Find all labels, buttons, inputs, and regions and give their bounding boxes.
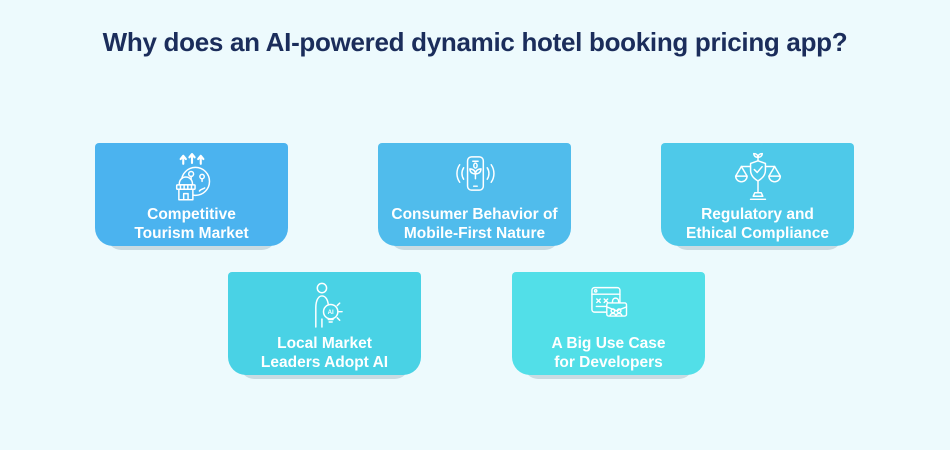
- person-ai-bulb-icon: AI: [297, 277, 353, 334]
- card-label-line: Tourism Market: [134, 225, 249, 242]
- card-consumer-behavior-mobile-first: Consumer Behavior of Mobile-First Nature: [378, 143, 571, 250]
- card-label-line: Ethical Compliance: [686, 225, 829, 242]
- page-title: Why does an AI-powered dynamic hotel boo…: [102, 27, 848, 57]
- mobile-plant-signal-icon: [447, 148, 503, 205]
- card-label-line: Regulatory and: [701, 206, 814, 223]
- balance-shield-icon: [730, 148, 786, 205]
- card-label-line: Competitive: [147, 206, 236, 223]
- card-label-line: Consumer Behavior of: [391, 206, 558, 223]
- card-label-line: A Big Use Case: [551, 335, 666, 352]
- browser-briefcase-icon: [581, 277, 637, 334]
- card-label-line: Mobile-First Nature: [403, 225, 546, 242]
- card-a-big-use-case-for-developers: A Big Use Case for Developers: [512, 272, 705, 379]
- card-label-line: Leaders Adopt AI: [260, 354, 389, 371]
- globe-growth-icon: [164, 148, 220, 205]
- card-local-market-leaders-adopt-ai: AI Local Market Leaders Adopt AI: [228, 272, 421, 379]
- card-competitive-tourism-market: Competitive Tourism Market: [95, 143, 288, 250]
- card-label-line: for Developers: [554, 354, 663, 371]
- svg-text:AI: AI: [327, 308, 333, 315]
- card-label-line: Local Market: [277, 335, 372, 352]
- card-regulatory-ethical-compliance: Regulatory and Ethical Compliance: [661, 143, 854, 250]
